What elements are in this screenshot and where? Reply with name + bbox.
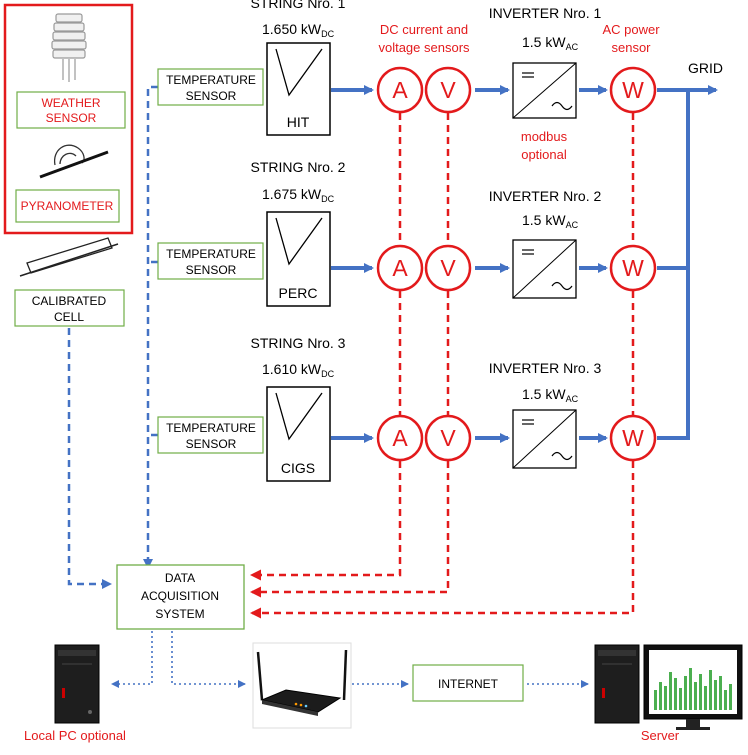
voltage-meter-1: V	[424, 66, 472, 114]
svg-text:W: W	[622, 255, 644, 281]
string-3-title: STRING Nro. 3	[251, 335, 346, 351]
power-meter-3: W	[609, 414, 657, 462]
inverter-2-power: 1.5 kWAC	[522, 212, 579, 230]
weather-sensor-label-2: SENSOR	[46, 111, 97, 125]
modbus-annotation-1: modbus	[521, 129, 568, 144]
modbus-annotation-2: optional	[521, 147, 567, 162]
string-1-power: 1.650 kWDC	[262, 21, 335, 39]
svg-text:V: V	[440, 77, 456, 103]
string-1-title: STRING Nro. 1	[251, 0, 346, 11]
local-pc-label: Local PC optional	[24, 728, 126, 743]
current-meter-1: A	[376, 66, 424, 114]
string-2-title: STRING Nro. 2	[251, 159, 346, 175]
inverter-3-power: 1.5 kWAC	[522, 386, 579, 404]
pyranometer-box	[15, 189, 120, 223]
inverter-2	[512, 239, 577, 299]
dc-sensors-annotation-1: DC current and	[380, 22, 468, 37]
internet-label: INTERNET	[438, 677, 499, 691]
temp-sensor-2-box	[157, 242, 264, 280]
server-monitor-icon	[594, 644, 743, 730]
network-links	[111, 631, 589, 688]
daq-label-3: SYSTEM	[155, 607, 204, 621]
inverter-1-title: INVERTER Nro. 1	[489, 5, 602, 21]
weather-sensor-label-1: WEATHER	[41, 96, 100, 110]
grid-label: GRID	[688, 60, 723, 76]
pv-module-2	[266, 211, 331, 307]
pv-module-1	[266, 42, 331, 136]
temp-sensor-3-label-1: TEMPERATURE	[166, 421, 256, 435]
calibrated-cell-icon	[19, 237, 119, 277]
svg-text:V: V	[440, 255, 456, 281]
dc-sensors-annotation-2: voltage sensors	[378, 40, 470, 55]
temp-sensor-2-label-1: TEMPERATURE	[166, 247, 256, 261]
temp-sensor-2-label-2: SENSOR	[186, 263, 237, 277]
pv-module-2-label: PERC	[279, 285, 318, 301]
svg-text:W: W	[622, 77, 644, 103]
power-meter-1: W	[609, 66, 657, 114]
current-meter-3: A	[376, 414, 424, 462]
weather-station-icon	[51, 13, 87, 82]
voltage-meter-2: V	[424, 244, 472, 292]
ac-sensor-annotation-2: sensor	[611, 40, 651, 55]
pv-module-3	[266, 386, 331, 482]
temp-sensor-1-label-2: SENSOR	[186, 89, 237, 103]
daq-box	[116, 564, 245, 630]
string-3-power: 1.610 kWDC	[262, 361, 335, 379]
inverter-3-title: INVERTER Nro. 3	[489, 360, 602, 376]
svg-text:A: A	[392, 425, 408, 451]
temp-sensor-1-label-1: TEMPERATURE	[166, 73, 256, 87]
calibrated-cell-label-2: CELL	[54, 310, 84, 324]
pyranometer-label: PYRANOMETER	[21, 199, 114, 213]
sensor-data-links	[67, 85, 158, 589]
current-meter-2: A	[376, 244, 424, 292]
voltage-meter-3: V	[424, 414, 472, 462]
svg-text:V: V	[440, 425, 456, 451]
temp-sensor-1-box	[157, 68, 264, 106]
wifi-router-icon	[252, 642, 352, 729]
daq-label-2: ACQUISITION	[141, 589, 219, 603]
inverter-1-power: 1.5 kWAC	[522, 34, 579, 52]
pv-module-3-label: CIGS	[281, 460, 315, 476]
temp-sensor-3-label-2: SENSOR	[186, 437, 237, 451]
ac-sensor-annotation-1: AC power	[602, 22, 660, 37]
server-label: Server	[641, 728, 680, 743]
internet-box	[412, 664, 524, 702]
inverter-3	[512, 409, 577, 469]
calibrated-cell-box	[14, 289, 125, 327]
inverter-1	[512, 62, 577, 119]
pyranometer-icon	[39, 144, 109, 179]
power-meter-2: W	[609, 244, 657, 292]
temp-sensor-3-box	[157, 416, 264, 454]
svg-text:A: A	[392, 77, 408, 103]
power-flow-lines	[331, 85, 718, 443]
pv-module-1-label: HIT	[287, 114, 310, 130]
daq-label-1: DATA	[165, 571, 195, 585]
inverter-2-title: INVERTER Nro. 2	[489, 188, 602, 204]
svg-text:A: A	[392, 255, 408, 281]
string-2-power: 1.675 kWDC	[262, 186, 335, 204]
weather-group-frame	[3, 3, 134, 235]
calibrated-cell-label-1: CALIBRATED	[32, 294, 107, 308]
desktop-tower-icon	[54, 644, 100, 724]
svg-text:W: W	[622, 425, 644, 451]
measurement-links	[250, 113, 635, 619]
weather-sensor-box	[16, 91, 126, 129]
